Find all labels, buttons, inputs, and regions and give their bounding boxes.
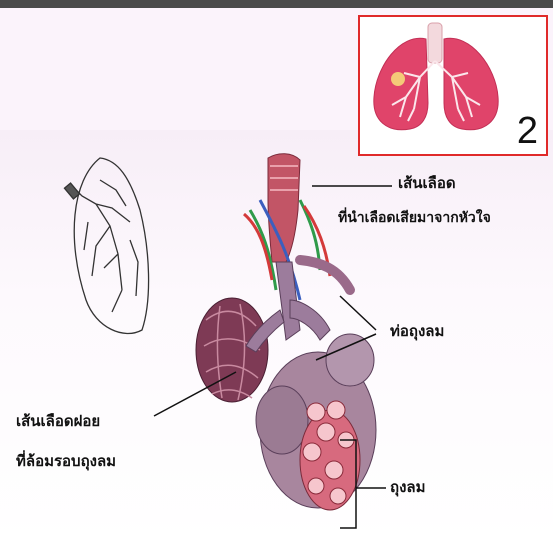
label-vein-description: ที่นำเลือดเสียมาจากหัวใจ: [338, 210, 491, 227]
label-alveoli: ถุงลม: [390, 478, 426, 496]
label-vein: เส้นเลือด: [398, 174, 456, 192]
alveolar-sac-cluster: [256, 334, 376, 510]
lung-outline-sketch: [64, 158, 148, 333]
label-bronchiole: ท่อถุงลม: [390, 322, 444, 340]
bronchiole-branches: [246, 262, 330, 352]
blood-vessel-bundle: [244, 154, 350, 300]
label-capillary: เส้นเลือดฝอย: [16, 412, 100, 430]
label-capillary-description: ที่ล้อมรอบถุงลม: [16, 452, 116, 470]
